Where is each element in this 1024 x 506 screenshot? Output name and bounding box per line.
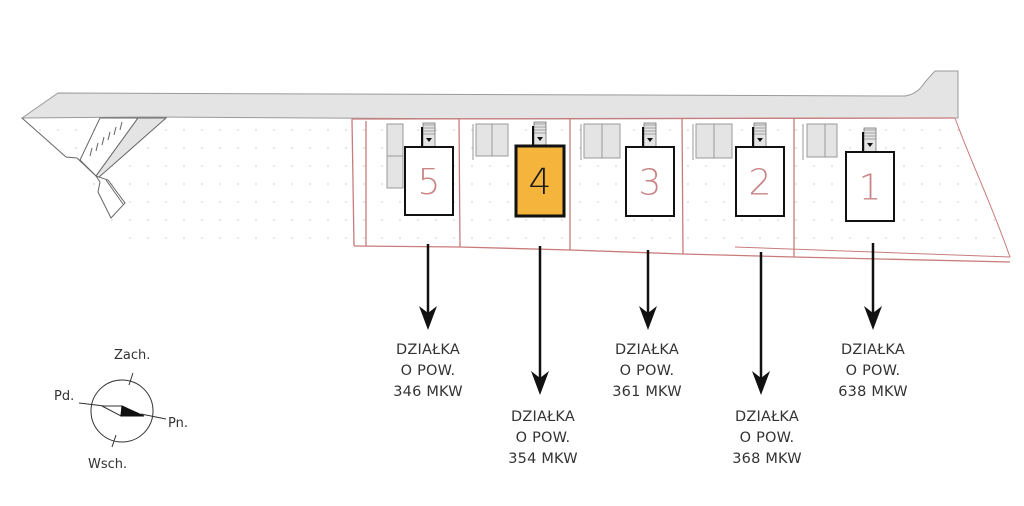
house-footprint [735,146,785,217]
plot-2-arrow [752,252,770,395]
entrance-stairs [422,122,436,148]
road [20,70,959,120]
plot-4-arrow [531,246,549,395]
entrance-stairs [863,127,877,153]
plot-label-title: DZIAŁKA [510,409,576,425]
plot-3-house[interactable]: 3 [625,122,675,217]
entrance-stairs [753,122,767,148]
plot-2-house[interactable]: 2 [735,122,785,217]
house-footprint [404,146,454,216]
compass-needle-north [120,405,145,417]
plot-1-arrow [864,243,882,330]
entrance-stairs [533,121,547,147]
plot-label-subtitle: O POW. [739,430,795,446]
plot-label-subtitle: O POW. [515,430,571,446]
plot-label-2: DZIAŁKA O POW. 368 MKW [707,407,827,470]
plot-label-4: DZIAŁKA O POW. 354 MKW [483,407,603,470]
plot-area: 346 MKW [393,384,463,400]
plot-5-arrow [419,244,437,330]
compass-rose [78,372,167,448]
plot-label-subtitle: O POW. [400,363,456,379]
plot-1-house[interactable]: 1 [845,127,895,222]
entrance-marker-icon [757,138,763,142]
plot-4-house[interactable]: 4 [514,121,566,218]
plot-label-subtitle: O POW. [845,363,901,379]
plot-area: 638 MKW [838,384,908,400]
entrance-marker-icon [867,143,873,147]
plot-label-3: DZIAŁKA O POW. 361 MKW [587,340,707,403]
arrow-head-icon [531,371,549,395]
compass-label-west: Zach. [114,348,151,363]
compass-label-south: Pd. [54,389,75,404]
land-boundary-right [734,117,1011,258]
entrance-marker-icon [647,138,653,142]
plot-number: 5 [418,162,441,203]
plot-number: 2 [749,163,772,204]
compass-needle-south [101,405,123,417]
plot-label-title: DZIAŁKA [734,409,800,425]
house-footprint [514,144,566,218]
arrow-head-icon [864,306,882,330]
plot-borders [351,117,1011,263]
compass-label-north: Pn. [168,416,188,431]
plot-label-title: DZIAŁKA [614,342,680,358]
house-footprint [625,146,675,217]
parking-spaces [386,123,838,189]
entrance-stairs [643,122,657,148]
plot-3-arrow [639,250,657,330]
plot-label-title: DZIAŁKA [840,342,906,358]
plot-number: 4 [529,162,552,203]
plot-area: 354 MKW [508,451,578,467]
arrow-head-icon [639,306,657,330]
plot-number: 3 [639,163,662,204]
plot-label-subtitle: O POW. [619,363,675,379]
access-ramp [21,117,168,219]
house-footprint [845,151,895,222]
arrow-head-icon [419,306,437,330]
plot-5-house[interactable]: 5 [404,122,454,216]
plot-number: 1 [859,168,882,209]
entrance-marker-icon [426,138,432,142]
compass-label-east: Wsch. [88,457,128,472]
entrance-marker-icon [537,137,543,141]
plot-label-1: DZIAŁKA O POW. 638 MKW [813,340,933,403]
plot-label-title: DZIAŁKA [395,342,461,358]
plot-area: 368 MKW [732,451,802,467]
plot-label-5: DZIAŁKA O POW. 346 MKW [368,340,488,403]
arrow-head-icon [752,371,770,395]
plot-area: 361 MKW [612,384,682,400]
